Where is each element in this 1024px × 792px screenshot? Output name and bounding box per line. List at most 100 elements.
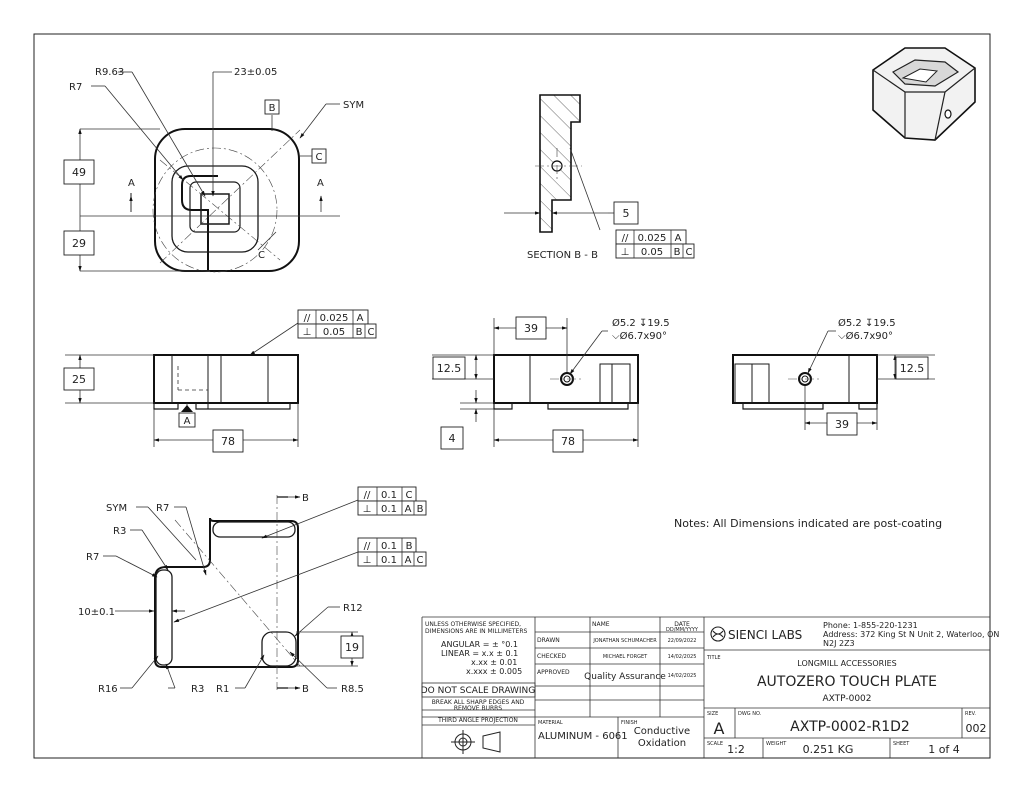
side-view-2: 12.5 39 Ø5.2 ↧19.5 ⌵Ø6.7x90° — [732, 317, 935, 436]
bottom-fcf1-tolerance: 0.1 — [381, 490, 397, 501]
bottom-fcf1-symbol: // — [364, 490, 371, 501]
front-fcf2-symbol: ⊥ — [303, 327, 312, 338]
tb-weight-header: WEIGHT — [766, 741, 787, 747]
tb-linear: LINEAR = x.x ± 0.1 — [441, 649, 518, 658]
notes-text: Notes: All Dimensions indicated are post… — [674, 517, 942, 530]
tb-finish-1: Conductive — [634, 726, 690, 737]
bottom-view: B B 19 // 0.1 — [78, 486, 427, 695]
bottom-fcf2-symbol: ⊥ — [363, 504, 372, 515]
tb-name-drawn: JONATHAN SCHUMACHER — [592, 638, 657, 644]
bottom-b-top: B — [302, 493, 309, 504]
section-dim-5: 5 — [623, 207, 630, 220]
title-block-text: UNLESS OTHERWISE SPECIFIED, DIMENSIONS A… — [421, 621, 1000, 756]
side-view-1: 39 12.5 78 4 Ø5.2 ↧19.5 ⌵Ø6.7x90° — [432, 316, 670, 453]
tb-finish-header: FINISH — [621, 720, 638, 726]
tb-category: LONGMILL ACCESSORIES — [797, 659, 896, 668]
bottom-radius-r3-top: R3 — [113, 526, 126, 537]
section-title: SECTION B - B — [527, 250, 598, 261]
tb-break-2: REMOVE BURRS — [454, 705, 502, 712]
tb-address-1: Address: 372 King St N Unit 2, Waterloo,… — [823, 630, 999, 639]
tb-xxx: x.xxx ± 0.005 — [466, 667, 522, 676]
bottom-fcf4-symbol: ⊥ — [363, 555, 372, 566]
tb-name-approved: Quality Assurance — [584, 672, 666, 682]
top-section-a-left: A — [128, 178, 135, 189]
front-fcf2-tolerance: 0.05 — [323, 327, 345, 338]
side1-dim-39: 39 — [524, 322, 538, 335]
tb-material-header: MATERIAL — [538, 720, 563, 726]
side1-dim-78: 78 — [561, 435, 575, 448]
tb-part-number: AXTP-0002 — [822, 694, 871, 704]
bottom-fcf2-tolerance: 0.1 — [381, 504, 397, 515]
tb-role-drawn: DRAWN — [537, 637, 560, 644]
side2-dim-39: 39 — [835, 418, 849, 431]
tb-material: ALUMINUM - 6061 — [538, 731, 628, 742]
tb-projection: THIRD ANGLE PROJECTION — [437, 717, 518, 724]
tb-xx: x.xx ± 0.01 — [471, 658, 517, 667]
top-view: 49 29 R9.63 R7 23±0.05 SYM B C A A C — [63, 67, 364, 273]
side2-countersink-callout: ⌵Ø6.7x90° — [838, 330, 893, 342]
tb-phone: Phone: 1-855-220-1231 — [823, 621, 918, 630]
tb-name-header: NAME — [592, 621, 610, 628]
top-c-label: C — [258, 250, 265, 261]
section-b-b: 5 // 0.025 A ⊥ 0.05 B C SECTION B - B — [504, 94, 695, 261]
bottom-fcf3-datum: B — [406, 541, 413, 552]
top-dim-29: 29 — [72, 237, 86, 250]
tb-do-not-scale: DO NOT SCALE DRAWING — [421, 686, 536, 696]
top-radius-r7: R7 — [69, 82, 82, 93]
side1-hole-callout: Ø5.2 ↧19.5 — [612, 317, 670, 329]
tb-finish-2: Oxidation — [638, 738, 686, 749]
bottom-b-bottom: B — [302, 684, 309, 695]
tb-sheet: 1 of 4 — [928, 743, 960, 756]
bottom-radius-r7-left: R7 — [86, 552, 99, 563]
front-view: 25 78 A // 0.025 A ⊥ 0.05 B C — [63, 309, 377, 453]
tb-address-2: N2J 2Z3 — [823, 639, 855, 648]
bottom-fcf3-tolerance: 0.1 — [381, 541, 397, 552]
front-datum-a: A — [184, 416, 191, 427]
projection-symbol-icon — [451, 730, 501, 754]
tb-rev: 002 — [966, 722, 987, 735]
bottom-radius-r16: R16 — [98, 684, 118, 695]
section-fcf2-datum-1: B — [674, 247, 681, 258]
bottom-dim-19: 19 — [345, 641, 359, 654]
tb-date-drawn: 22/09/2022 — [668, 638, 697, 644]
bottom-fcf2-datum-1: A — [405, 504, 412, 515]
bottom-radius-r12: R12 — [343, 603, 363, 614]
section-fcf1-tolerance: 0.025 — [638, 233, 667, 244]
tb-company: SIENCI LABS — [728, 628, 802, 642]
title-block — [421, 616, 990, 758]
side1-dim-4: 4 — [449, 432, 456, 445]
sheet-border — [33, 33, 991, 759]
bottom-dim-10-tolerance: 10±0.1 — [78, 607, 115, 618]
bottom-radius-r7-top: R7 — [156, 503, 169, 514]
isometric-view — [872, 47, 976, 141]
tb-title-header: TITLE — [706, 655, 721, 661]
tb-break-1: BREAK ALL SHARP EDGES AND — [432, 699, 525, 706]
section-fcf1-symbol: // — [622, 233, 629, 244]
tb-title: AUTOZERO TOUCH PLATE — [757, 674, 937, 690]
tb-size: A — [714, 719, 725, 738]
bottom-fcf3-symbol: // — [364, 541, 371, 552]
front-dim-78: 78 — [221, 435, 235, 448]
front-fcf2-datum-1: B — [356, 327, 363, 338]
front-fcf1-tolerance: 0.025 — [320, 313, 349, 324]
front-fcf1-datum: A — [357, 313, 364, 324]
tb-sheet-header: SHEET — [893, 741, 910, 747]
top-datum-c: C — [316, 152, 323, 163]
section-fcf2-symbol: ⊥ — [621, 247, 630, 258]
tb-name-checked: MICHAEL FORGET — [603, 654, 648, 660]
top-datum-b: B — [269, 103, 276, 114]
bottom-radius-r3-bottom: R3 — [191, 684, 204, 695]
front-fcf1-symbol: // — [304, 313, 311, 324]
tb-size-header: SIZE — [707, 711, 718, 717]
top-sym-label: SYM — [343, 100, 364, 111]
tb-rev-header: REV. — [965, 711, 976, 717]
top-dim-49: 49 — [72, 166, 86, 179]
bottom-radius-r1: R1 — [216, 684, 229, 695]
front-dim-25: 25 — [72, 373, 86, 386]
tb-unless-2: DIMENSIONS ARE IN MILLIMETERS — [425, 628, 527, 635]
tb-date-header: DATE — [674, 621, 690, 628]
side1-dim-12-5: 12.5 — [437, 362, 462, 375]
front-fcf2-datum-2: C — [368, 327, 375, 338]
tb-unless-1: UNLESS OTHERWISE SPECIFIED, — [425, 621, 521, 628]
